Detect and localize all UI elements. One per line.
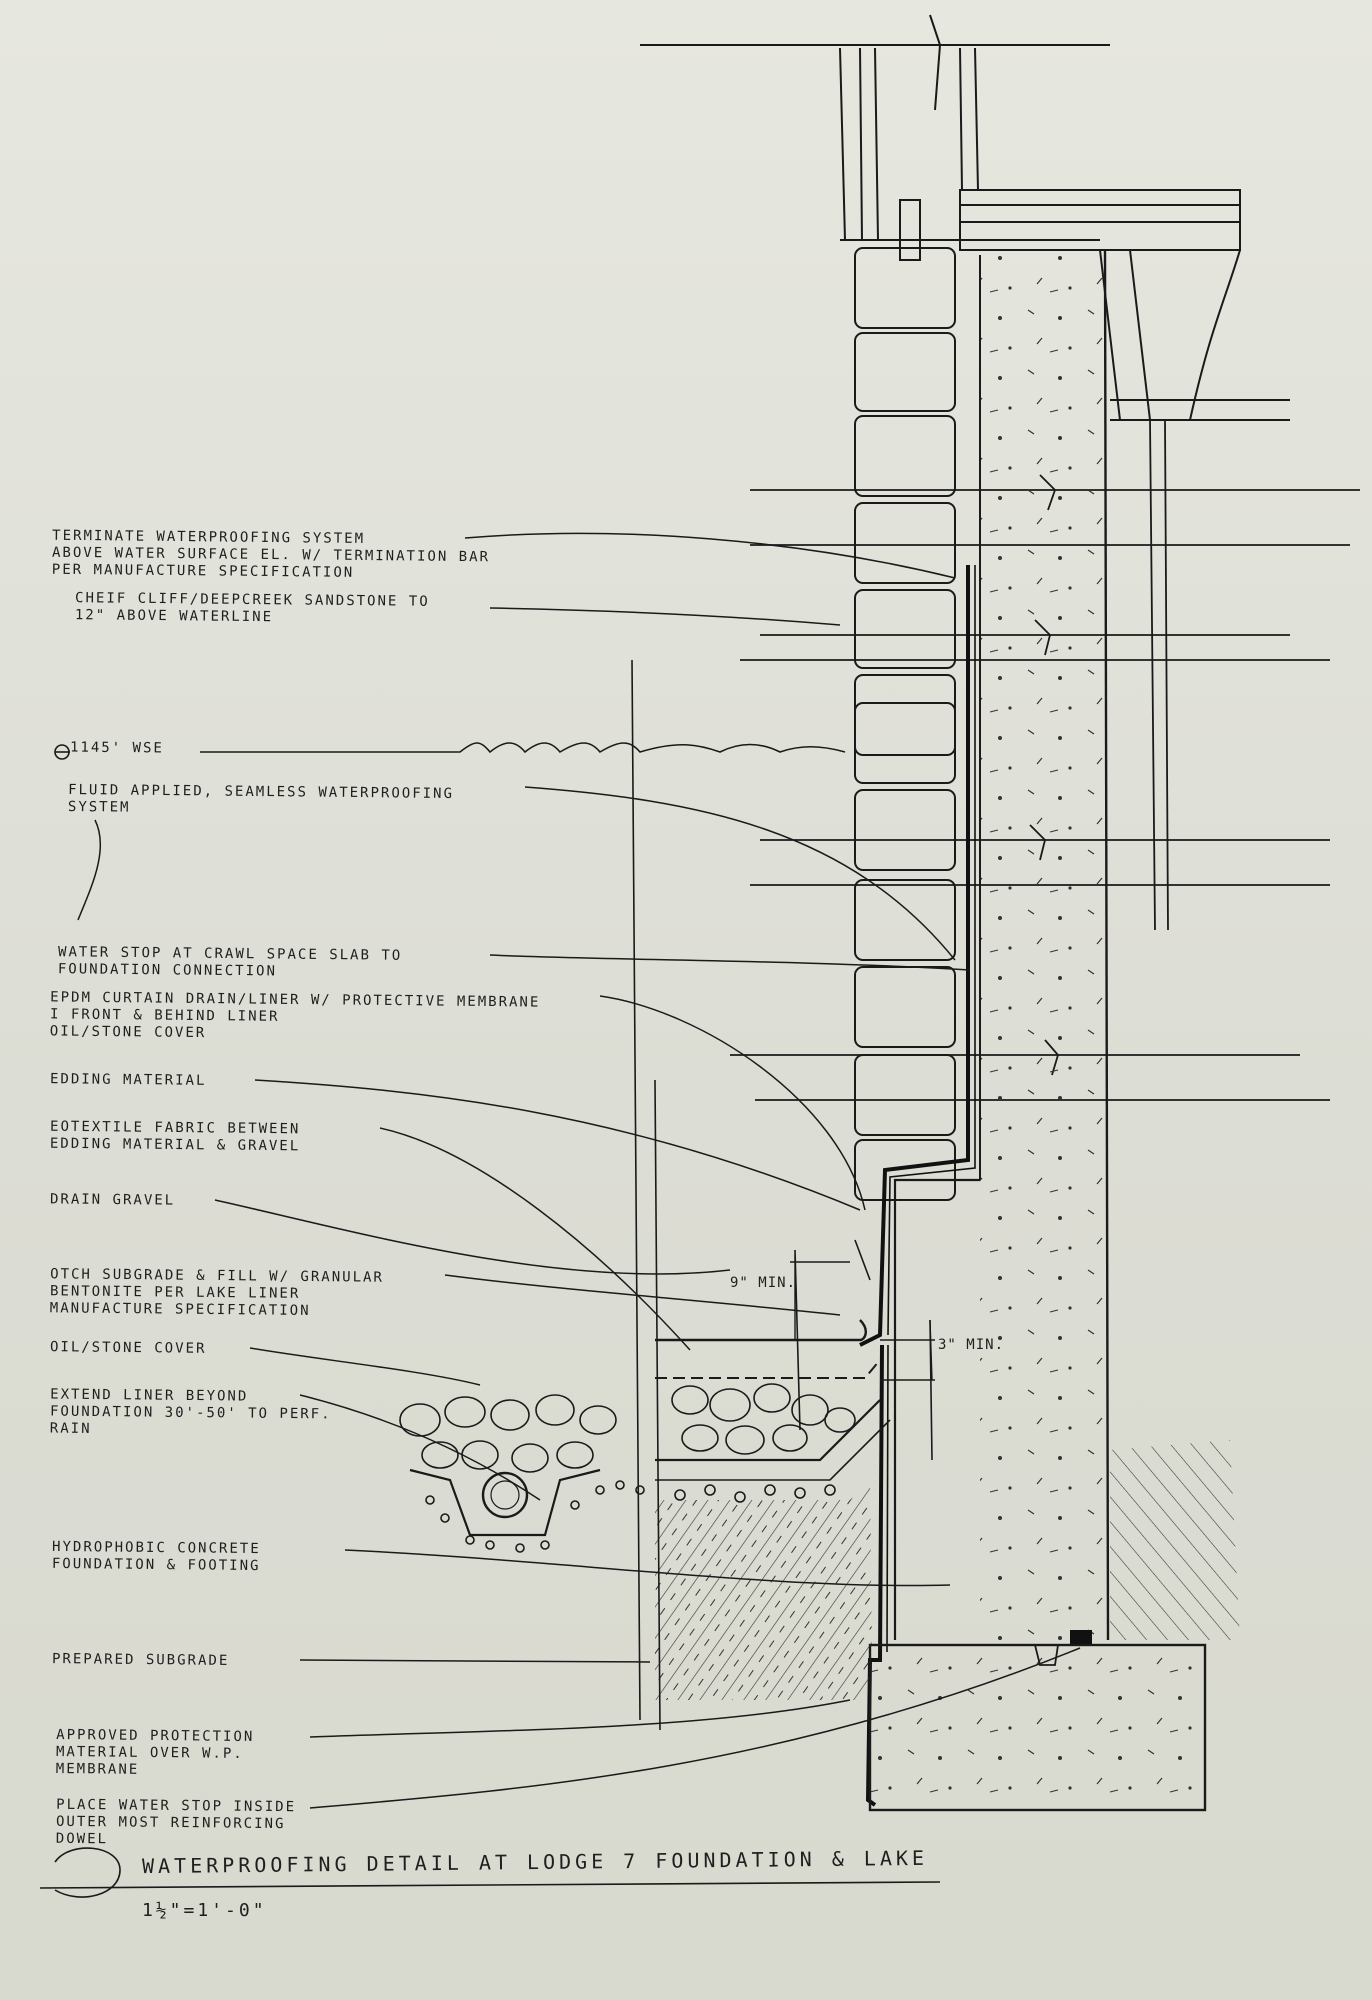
note-terminate-waterproofing: TERMINATE WATERPROOFING SYSTEM ABOVE WAT…: [51, 527, 491, 581]
concrete-foundation-wall: [893, 249, 1110, 1645]
note-subgrade-fill: OTCH SUBGRADE & FILL W/ GRANULAR BENTONI…: [49, 1266, 384, 1319]
note-soil-cover: OIL/STONE COVER: [49, 1339, 207, 1357]
dimension-marks: [790, 1255, 935, 1381]
note-fluid-applied: FLUID APPLIED, SEAMLESS WATERPROOFING SY…: [67, 781, 455, 816]
note-geotextile: EOTEXTILE FABRIC BETWEEN EDDING MATERIAL…: [49, 1118, 301, 1155]
note-water-stop-inside: PLACE WATER STOP INSIDE OUTER MOST REINF…: [55, 1796, 297, 1848]
drawing-scale: 1½"=1'-0": [142, 1900, 267, 1921]
perforated-drain: [399, 1394, 836, 1553]
prepared-subgrade-hatch: [655, 1440, 1240, 1700]
dimension-cover-depth: 3" MIN.: [938, 1337, 1005, 1353]
note-drain-gravel: DRAIN GRAVEL: [49, 1191, 176, 1209]
note-prepared-subgrade: PREPARED SUBGRADE: [51, 1651, 230, 1669]
note-water-stop-slab: WATER STOP AT CRAWL SPACE SLAB TO FOUNDA…: [57, 944, 403, 980]
dimension-gravel-depth: 9" MIN.: [730, 1275, 797, 1291]
note-hydrophobic-concrete: HYDROPHOBIC CONCRETE FOUNDATION & FOOTIN…: [51, 1538, 261, 1575]
note-approved-protection: APPROVED PROTECTION MATERIAL OVER W.P. M…: [55, 1726, 255, 1778]
upper-floor-framing: [640, 14, 1290, 421]
note-extend-liner: EXTEND LINER BEYOND FOUNDATION 30'-50' T…: [49, 1386, 332, 1437]
sandstone-veneer: [854, 247, 956, 1201]
note-curtain-drain: EPDM CURTAIN DRAIN/LINER W/ PROTECTIVE M…: [49, 989, 541, 1042]
concrete-footing: [868, 1630, 1207, 1812]
leader-lines: [77, 532, 1081, 1809]
water-elevation-label: 1145' WSE: [69, 739, 164, 757]
title-underline: [39, 1847, 941, 1898]
waterproofing-membrane: [859, 565, 976, 1807]
drain-gravel-bed: [655, 1319, 891, 1481]
note-sandstone: CHEIF CLIFF/DEEPCREEK SANDSTONE TO 12" A…: [74, 590, 430, 626]
note-bedding-material: EDDING MATERIAL: [49, 1071, 207, 1089]
water-surface-line: [54, 742, 846, 760]
